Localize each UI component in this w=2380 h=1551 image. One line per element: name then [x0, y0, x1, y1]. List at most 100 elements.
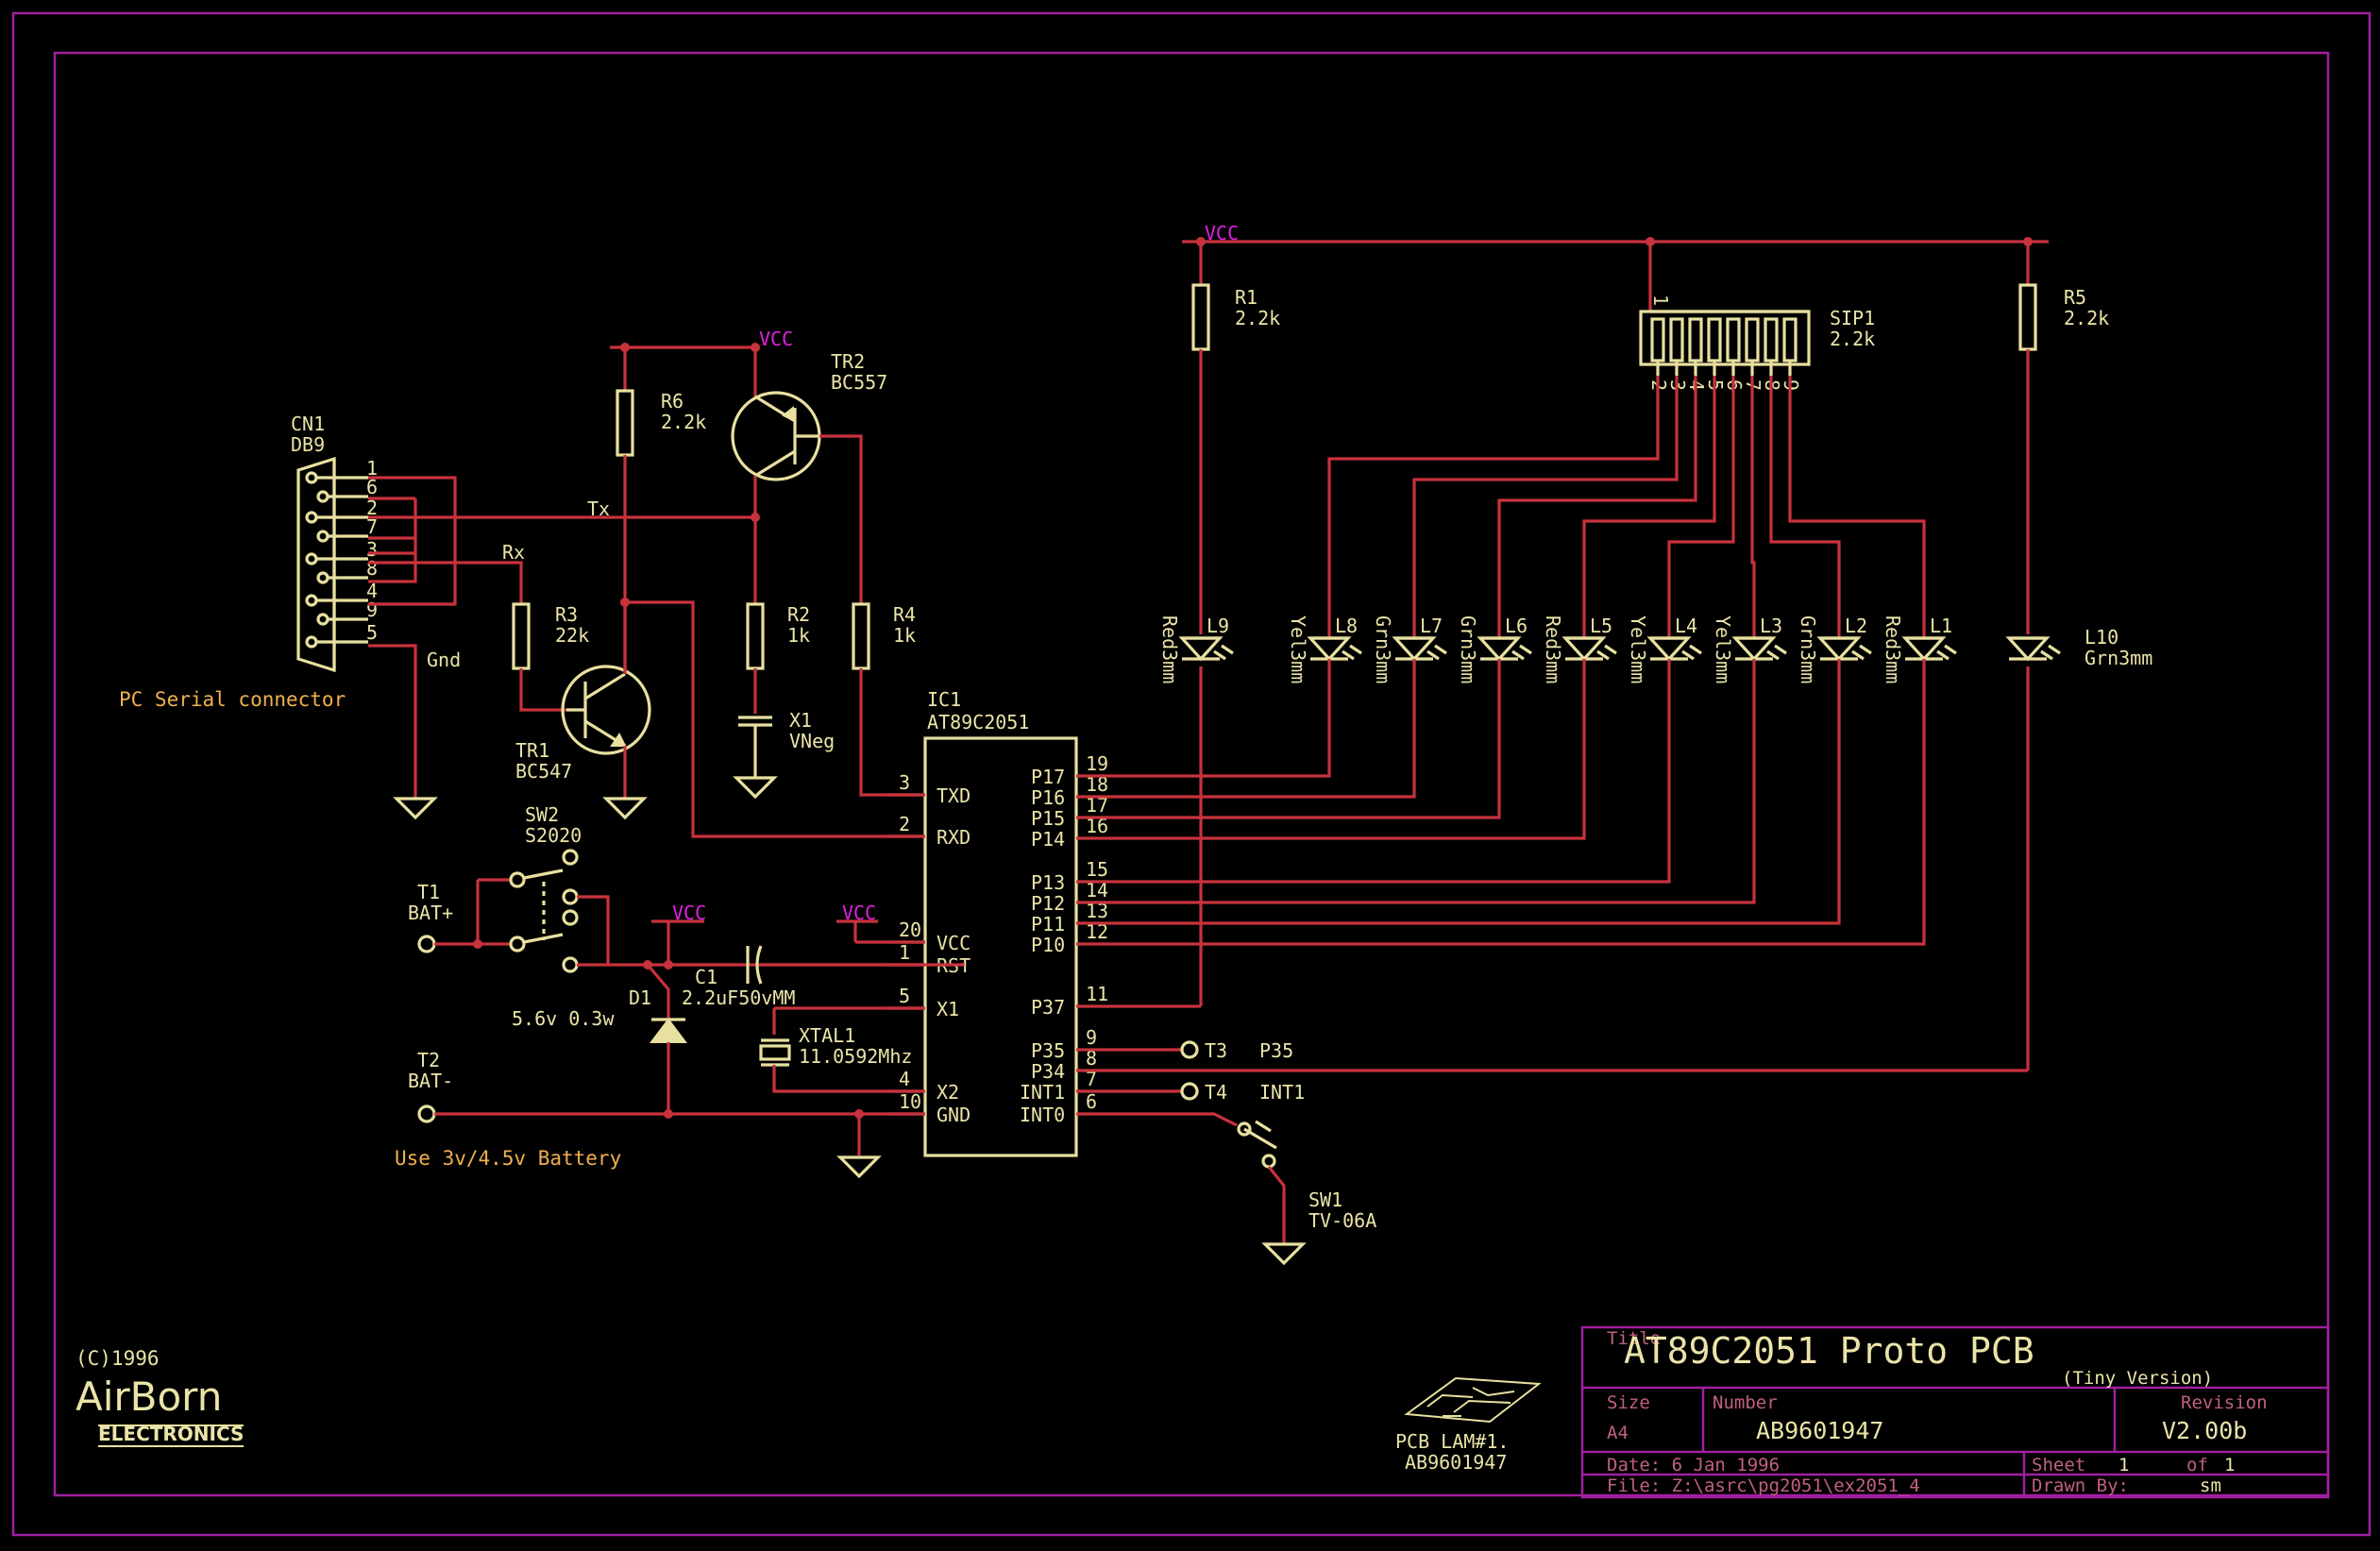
ic1: IC1 AT89C2051 3TXD2RXD20VCC1RST5X14X210G… [887, 659, 1926, 1157]
led-l1-ref: L1 [1930, 615, 1952, 637]
sw2-value: S2020 [525, 824, 582, 847]
r2-value: 1k [787, 624, 810, 647]
db9-pin-7 [316, 530, 329, 543]
d1-ref: D1 [629, 986, 651, 1009]
sip1-value: 2.2k [1830, 328, 1875, 350]
ic1-pin-x1: X1 [937, 998, 959, 1020]
sheet-outer-border [11, 11, 2372, 1537]
ic1-pin-num-11: 11 [1086, 983, 1108, 1005]
db9-pin-8 [316, 571, 329, 584]
led-l9-ref: L9 [1207, 615, 1229, 637]
pcb-logo: PCB LAM#1. AB9601947 [1395, 1376, 1542, 1474]
ic1-pin-p35: P35 [1031, 1039, 1065, 1062]
revision-label: Revision [2181, 1392, 2268, 1413]
vcc-rail-leds: VCC R1 2.2k R5 2.2k 1 SIP1 2.2k 23456789… [1158, 222, 2152, 1071]
db9-pin-label-7: 7 [366, 515, 378, 538]
led-l10-symbol [2005, 636, 2051, 662]
drawn-label: Drawn By: [2032, 1475, 2129, 1496]
led-l7-ref: L7 [1420, 615, 1443, 637]
r1-value: 2.2k [1235, 307, 1280, 329]
title: AT89C2051 Proto PCB [1624, 1330, 2034, 1372]
db9-pin-label-4: 4 [366, 580, 378, 602]
led-l8-value: Yel3mm [1287, 615, 1309, 683]
ic1-pin-gnd: GND [937, 1104, 971, 1126]
ic1-pin-p15: P15 [1031, 807, 1065, 830]
x1-ref: X1 [789, 709, 812, 732]
title-block: Title AT89C2051 Proto PCB (Tiny Version)… [1580, 1325, 2330, 1499]
ic1-pin-p13: P13 [1031, 871, 1065, 894]
size: A4 [1607, 1423, 1629, 1443]
db9-pin-1 [305, 471, 318, 484]
led-l6-symbol [1477, 636, 1522, 662]
ic1-pin-p37: P37 [1031, 996, 1065, 1019]
t4-label: INT1 [1259, 1081, 1305, 1104]
led-l4-symbol [1646, 636, 1692, 662]
db9-pin-label-2: 2 [366, 497, 378, 519]
cn1-type: DB9 [291, 433, 325, 456]
ic1-pin-num-7: 7 [1086, 1068, 1097, 1090]
sip1-element [1782, 317, 1798, 362]
ic1-pin-p10: P10 [1031, 934, 1065, 956]
size-label: Size [1607, 1392, 1650, 1413]
power-section: T1 BAT+ SW2 S2020 VCC C1 2.2uF50vMM D [395, 803, 965, 1179]
ic1-pin-num-2: 2 [899, 813, 910, 835]
t1-label: BAT+ [408, 902, 453, 924]
led-l2-ref: L2 [1845, 615, 1867, 637]
ic1-pin-vcc: VCC [937, 932, 971, 954]
db9-pin-label-3: 3 [366, 538, 378, 561]
ic1-pin-txd: TXD [937, 784, 971, 807]
db9-pin-label-5: 5 [366, 621, 378, 644]
sip1-pin1: 1 [1649, 295, 1672, 306]
rx-label: Rx [502, 541, 525, 564]
ic1-pin-p16: P16 [1031, 786, 1065, 809]
drawn: sm [2200, 1475, 2221, 1496]
ic1-pin-num-1: 1 [899, 941, 910, 964]
subtitle: (Tiny Version) [2062, 1368, 2213, 1389]
db9-pin-6 [316, 490, 329, 503]
ic1-pin-num-9: 9 [1086, 1026, 1097, 1049]
sip1-element [1707, 317, 1722, 362]
ic1-pin-int1: INT1 [1020, 1081, 1065, 1104]
tr1-ref: TR1 [515, 739, 549, 762]
t2-label: BAT- [408, 1070, 453, 1092]
r4-ref: R4 [893, 603, 916, 626]
r4-value: 1k [893, 624, 916, 647]
led-l2-symbol [1816, 636, 1862, 662]
d1-value: 5.6v 0.3w [512, 1007, 615, 1030]
ic1-pin-num-15: 15 [1086, 858, 1108, 881]
led-l2-value: Grn3mm [1797, 615, 1819, 683]
pcb-logo-line1: PCB LAM#1. [1395, 1430, 1509, 1453]
ic1-pin-p11: P11 [1031, 913, 1065, 936]
ic1-pin-x2: X2 [937, 1081, 959, 1104]
tr1-value: BC547 [515, 760, 572, 783]
r3-ref: R3 [555, 603, 578, 626]
led-l4-ref: L4 [1675, 615, 1697, 637]
r3-value: 22k [555, 624, 589, 647]
file: File: Z:\asrc\pg2051\ex2051_4 [1607, 1475, 1920, 1496]
db9-pin-label-9: 9 [366, 598, 378, 621]
ic1-value: AT89C2051 [927, 711, 1029, 733]
sip1-element [1745, 317, 1760, 362]
db9-pin-label-6: 6 [366, 476, 378, 498]
sip1-ref: SIP1 [1830, 307, 1875, 329]
number: AB9601947 [1756, 1417, 1883, 1444]
vcc-label-tr2: VCC [759, 328, 793, 350]
ic1-ref: IC1 [927, 688, 961, 711]
led-l4-value: Yel3mm [1627, 615, 1649, 683]
db9-pin-5 [305, 635, 318, 649]
r2-ref: R2 [787, 603, 810, 626]
of: 1 [2224, 1455, 2235, 1475]
sheet-inner-border [53, 51, 2330, 1497]
led-l9-symbol [1178, 636, 1224, 662]
db9-pin-4 [305, 594, 318, 607]
battery-note: Use 3v/4.5v Battery [395, 1147, 621, 1170]
ic1-pin-int0: INT0 [1020, 1104, 1065, 1126]
ic-terminals: T3 P35 T4 INT1 SW1 TV-06A [1076, 1039, 2028, 1266]
db9-pin-label-8: 8 [366, 557, 378, 580]
of-label: of [2186, 1455, 2208, 1475]
led-l8-symbol [1307, 636, 1352, 662]
sip1-element [1650, 317, 1665, 362]
sip1-element [1726, 317, 1741, 362]
xtal1-value: 11.0592Mhz [799, 1045, 912, 1068]
sw1-ref: SW1 [1308, 1189, 1342, 1211]
